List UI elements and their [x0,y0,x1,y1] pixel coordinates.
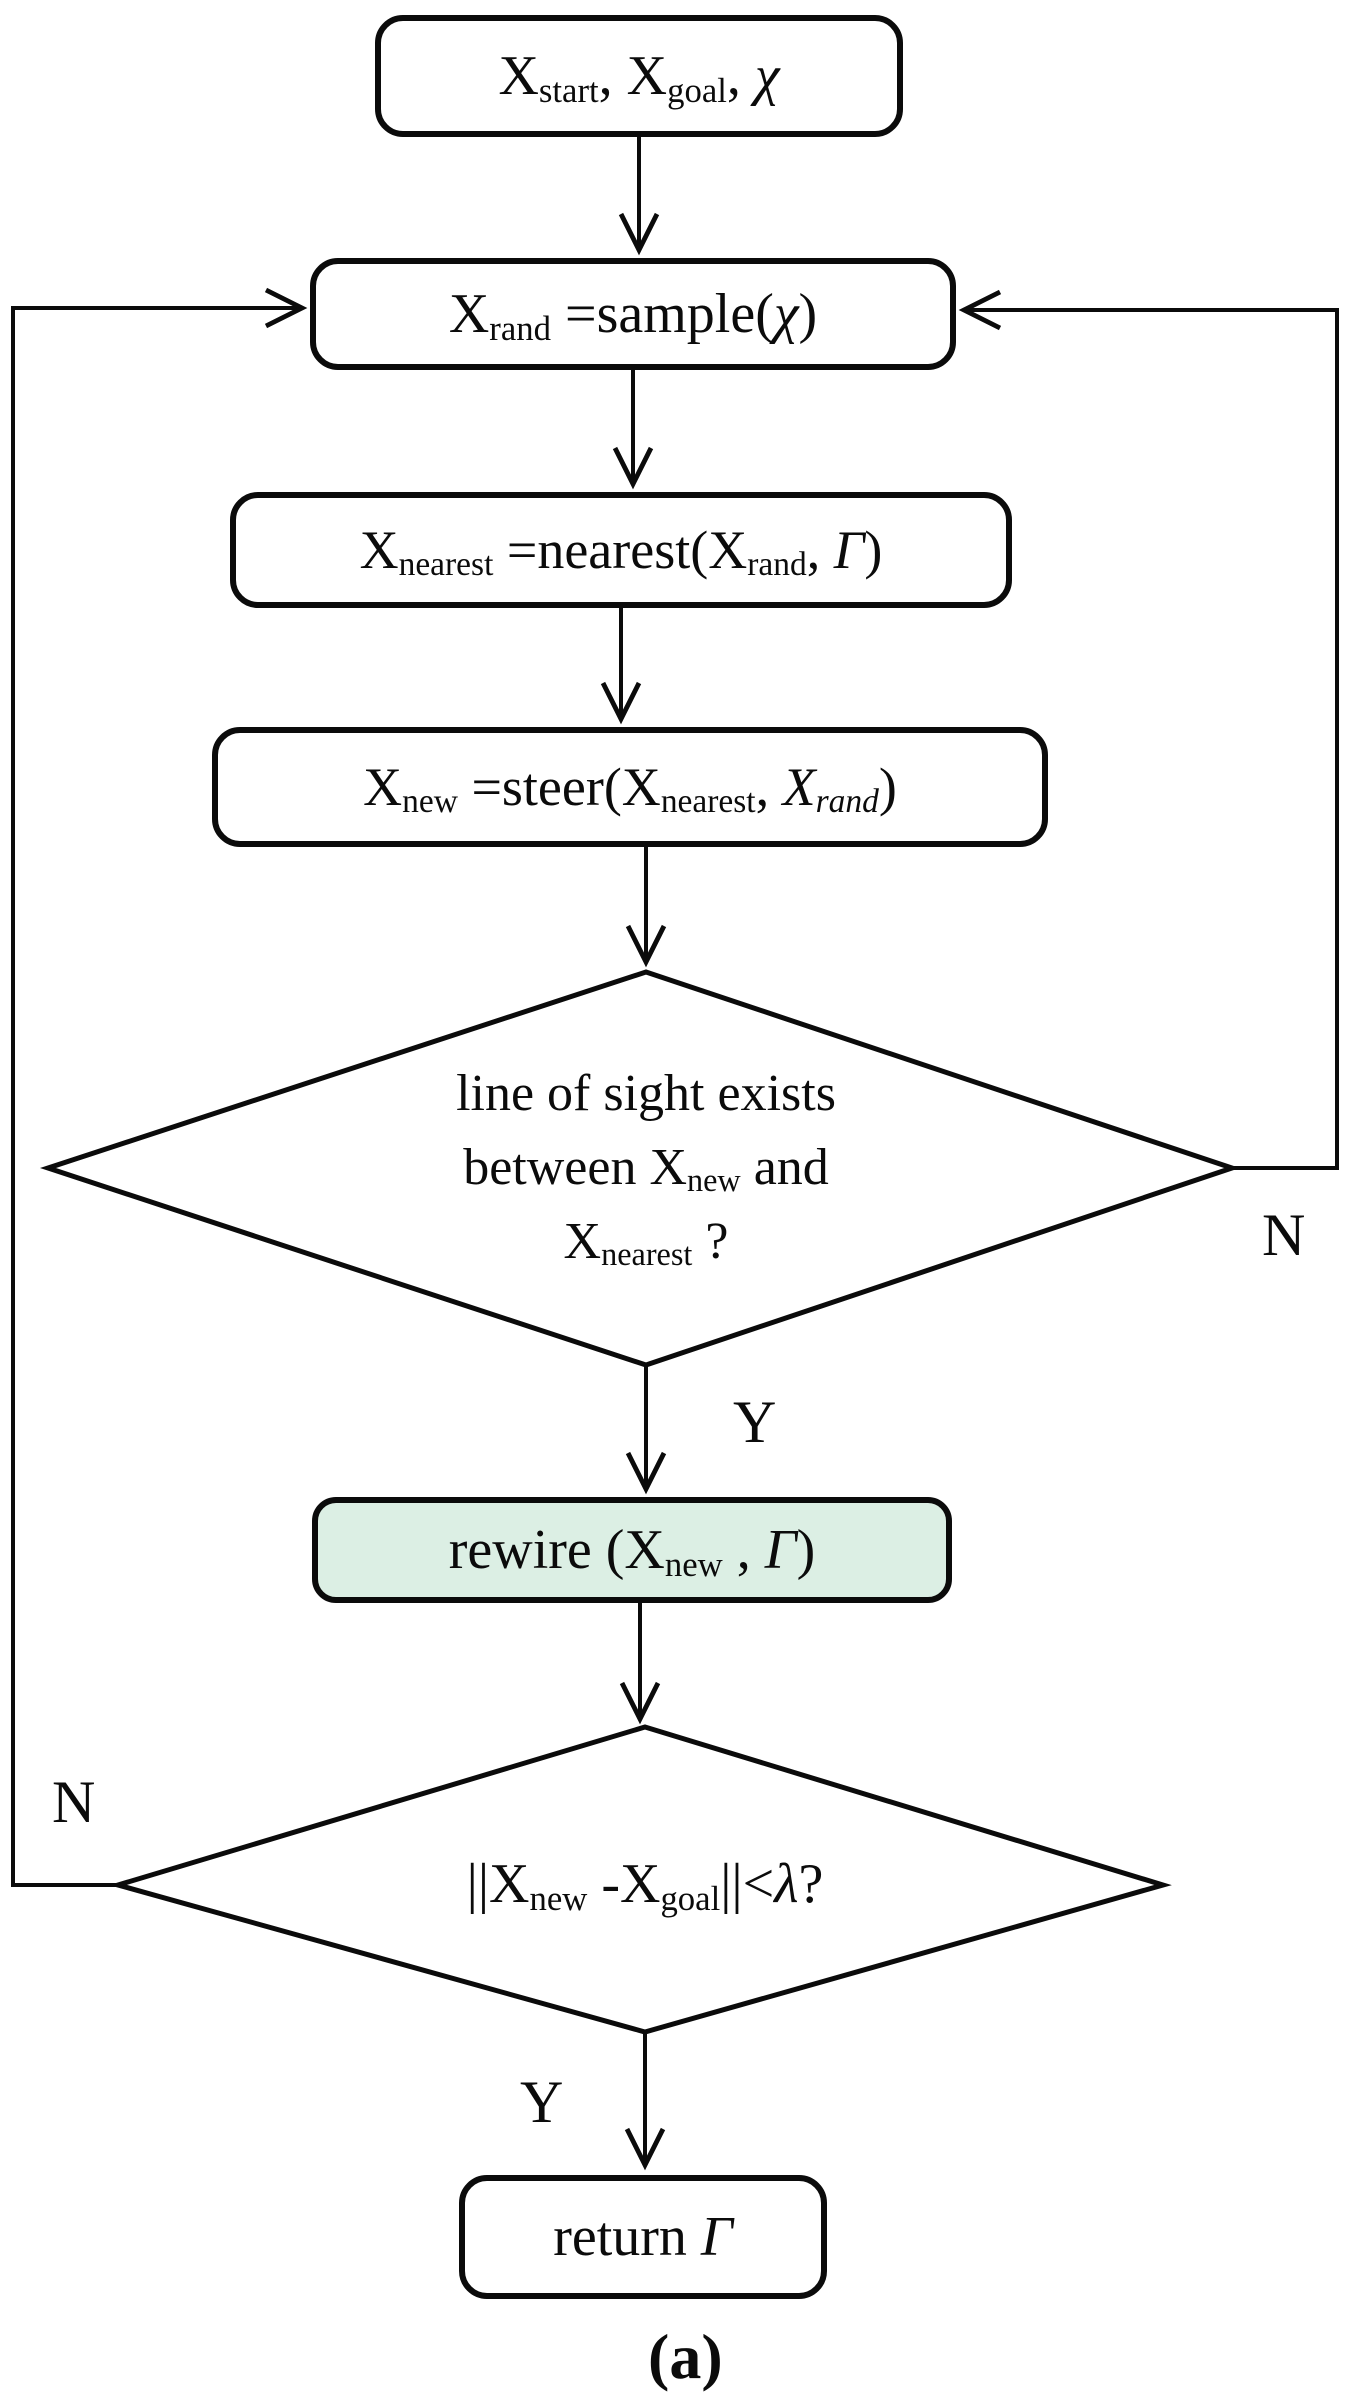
return-node: return Γ [459,2175,827,2299]
sample-node-label: Xrand =sample(χ) [448,283,818,348]
rewire-node-label: rewire (Xnew , Γ) [448,1519,816,1584]
line-of-sight-diamond-label: line of sight exists between Xnew and Xn… [246,1015,1046,1321]
start-node-label: Xstart, Xgoal, χ [498,45,780,110]
rewire-node: rewire (Xnew , Γ) [312,1497,952,1603]
edge-label-yes-1: Y [733,1389,777,1455]
edge-label-yes-2: Y [520,2069,564,2135]
edge-label-no-1: N [1262,1202,1306,1268]
nearest-node: Xnearest =nearest(Xrand, Γ) [230,492,1012,608]
line-of-sight-line1: line of sight exists [456,1065,836,1123]
nearest-node-label: Xnearest =nearest(Xrand, Γ) [359,520,883,584]
steer-node: Xnew =steer(Xnearest, Xrand) [212,727,1048,847]
line-of-sight-line2: between Xnew and [463,1139,829,1199]
edge-no-loop-left [11,287,308,1887]
steer-node-label: Xnew =steer(Xnearest, Xrand) [363,757,897,821]
subfigure-caption: (a) [648,2321,723,2392]
goal-check-diamond-label: ||Xnew -Xgoal||<λ? [295,1832,995,1938]
return-node-label: return Γ [553,2206,733,2268]
edge-label-no-2: N [52,1769,96,1835]
sample-node: Xrand =sample(χ) [310,258,956,370]
edge-no-loop-right [958,289,1339,1170]
start-node: Xstart, Xgoal, χ [375,15,903,137]
goal-check-formula: ||Xnew -Xgoal||<λ? [466,1853,824,1918]
line-of-sight-line3: Xnearest ? [563,1212,729,1272]
